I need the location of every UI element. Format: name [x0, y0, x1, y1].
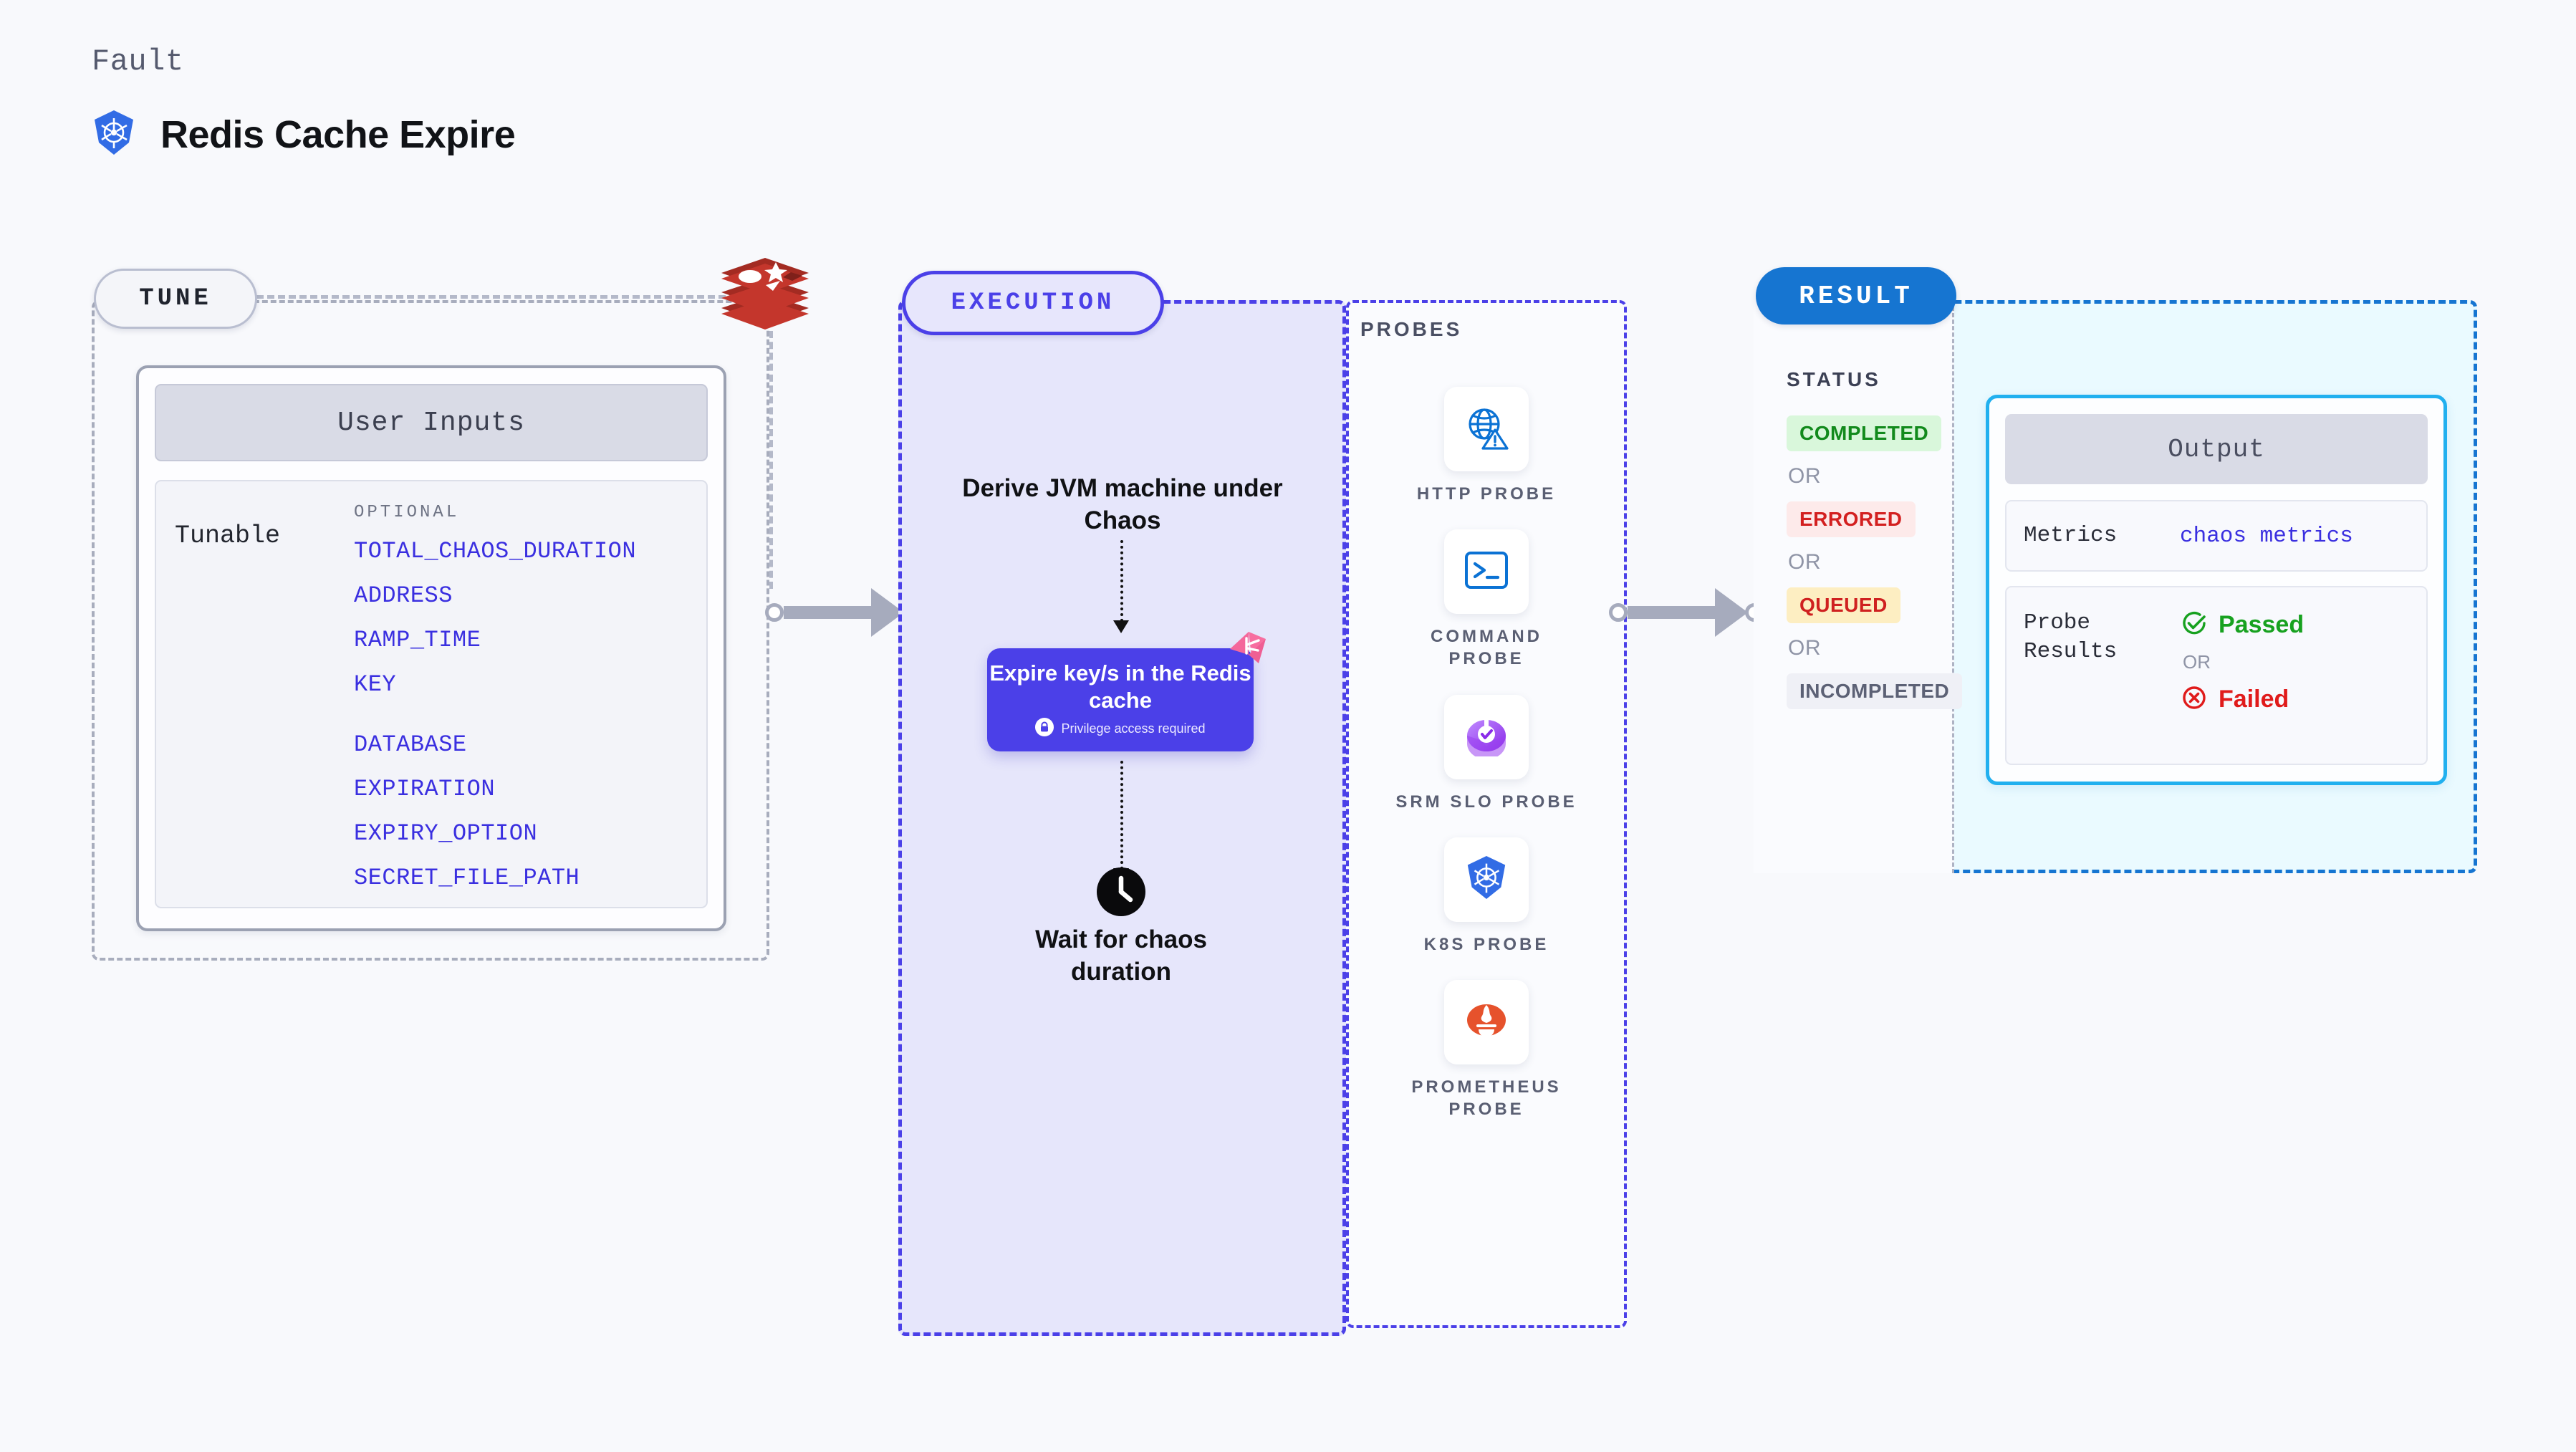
- probe-tile[interactable]: [1444, 529, 1529, 615]
- probe-tile[interactable]: [1444, 387, 1529, 471]
- probe-result-passed: Passed: [2180, 609, 2304, 641]
- clock-icon: [1089, 860, 1153, 924]
- probe-tile[interactable]: [1444, 979, 1529, 1064]
- globe-warning-icon: [1463, 404, 1510, 455]
- redis-logo: [719, 249, 812, 332]
- slo-check-icon: [1463, 713, 1510, 760]
- privilege-row: Privilege access required: [1035, 718, 1206, 740]
- prometheus-icon: [1463, 999, 1510, 1045]
- tunable-list: OPTIONAL TOTAL_CHAOS_DURATION ADDRESS RA…: [354, 500, 636, 907]
- page-header: Fault: [92, 44, 516, 160]
- status-or: OR: [1788, 550, 1821, 574]
- redis-vertical-dashed-line: [769, 331, 773, 589]
- tunable-group-label: OPTIONAL: [354, 503, 460, 522]
- status-badge-errored: ERRORED: [1787, 501, 1916, 537]
- status-section-label: STATUS: [1787, 368, 1881, 390]
- probe-tile[interactable]: [1444, 694, 1529, 779]
- user-inputs-title: User Inputs: [155, 384, 708, 461]
- output-card: Output Metrics chaos metrics Probe Resul…: [1986, 395, 2447, 785]
- tunable-item[interactable]: KEY: [354, 671, 397, 698]
- connector-tune-to-execution: [765, 588, 920, 637]
- probe-k8s[interactable]: K8S PROBE: [1390, 837, 1583, 956]
- probe-label: K8S PROBE: [1423, 934, 1549, 954]
- tunable-item[interactable]: EXPIRY_OPTION: [354, 820, 538, 847]
- connector-start-dot: [1609, 603, 1628, 622]
- failed-label: Failed: [2219, 686, 2289, 713]
- x-circle-icon: [2180, 683, 2209, 716]
- probes-container: [1346, 300, 1627, 1328]
- tune-to-redis-dashed-line: [256, 295, 758, 299]
- output-title: Output: [2005, 414, 2428, 484]
- lock-icon: [1035, 718, 1054, 740]
- tune-stage-badge[interactable]: TUNE: [94, 269, 257, 329]
- passed-label: Passed: [2219, 611, 2305, 638]
- probe-label: COMMAND PROBE: [1431, 627, 1542, 669]
- probe-http[interactable]: HTTP PROBE: [1390, 387, 1583, 505]
- status-badge-completed: COMPLETED: [1787, 415, 1942, 451]
- flow-arrow-line: [1120, 761, 1123, 870]
- kubernetes-icon: [1464, 855, 1509, 904]
- chaos-ribbon-icon: [1227, 629, 1269, 670]
- probe-results-key: Probe Results: [2024, 610, 2118, 665]
- result-status-column: [1754, 300, 1954, 873]
- status-or: OR: [1788, 464, 1821, 488]
- title-row: Redis Cache Expire: [92, 109, 516, 160]
- tunable-item[interactable]: RAMP_TIME: [354, 627, 481, 653]
- probe-label: PROMETHEUS PROBE: [1411, 1077, 1562, 1120]
- result-stage-badge[interactable]: RESULT: [1756, 267, 1956, 324]
- tunable-item[interactable]: ADDRESS: [354, 582, 453, 609]
- status-badge-queued: QUEUED: [1787, 587, 1900, 623]
- execution-stage-badge[interactable]: EXECUTION: [902, 271, 1164, 335]
- wait-step-label: Wait for chaos duration: [1035, 925, 1207, 986]
- tunable-spacer: [354, 716, 636, 731]
- flow-arrow-head: [1113, 620, 1129, 633]
- tunable-item[interactable]: TOTAL_CHAOS_DURATION: [354, 538, 637, 564]
- chaos-action-title: Expire key/s in the Redis cache: [989, 660, 1251, 713]
- chaos-action-card[interactable]: Expire key/s in the Redis cache Privileg…: [987, 648, 1254, 751]
- probes-section-label: PROBES: [1360, 318, 1463, 340]
- connector-bar: [1628, 606, 1715, 619]
- fault-kicker: Fault: [92, 44, 184, 79]
- probe-result-failed: Failed: [2180, 683, 2304, 716]
- probe-result-or: OR: [2183, 651, 2211, 673]
- tunable-item[interactable]: EXPIRATION: [354, 776, 496, 802]
- privilege-note: Privilege access required: [1061, 721, 1206, 736]
- page-title: Redis Cache Expire: [160, 112, 516, 156]
- kubernetes-icon: [92, 109, 136, 160]
- metrics-value[interactable]: chaos metrics: [2180, 523, 2353, 549]
- check-circle-icon: [2180, 609, 2209, 641]
- status-badge-incompleted: INCOMPLETED: [1787, 673, 1963, 709]
- tunable-item[interactable]: DATABASE: [354, 731, 467, 758]
- connector-execution-to-result: [1609, 588, 1764, 637]
- connector-start-dot: [765, 603, 784, 622]
- output-metrics-row: Metrics chaos metrics: [2005, 500, 2428, 572]
- tune-stage-container: [92, 300, 769, 961]
- connector-bar: [784, 606, 871, 619]
- probe-results-values: Passed OR Failed: [2180, 609, 2304, 764]
- metrics-key: Metrics: [2024, 522, 2118, 548]
- tunable-label: Tunable: [175, 521, 281, 550]
- tunable-box: Tunable OPTIONAL TOTAL_CHAOS_DURATION AD…: [155, 480, 708, 908]
- output-probe-results-row: Probe Results Passed OR: [2005, 586, 2428, 765]
- terminal-icon: [1463, 549, 1510, 595]
- status-list: COMPLETED OR ERRORED OR QUEUED OR INCOMP…: [1787, 415, 1963, 709]
- probe-command[interactable]: COMMAND PROBE: [1390, 529, 1583, 670]
- tunable-item[interactable]: SECRET_FILE_PATH: [354, 865, 580, 891]
- probe-label: HTTP PROBE: [1416, 484, 1557, 504]
- probe-list: HTTP PROBE COMMAND PROBE: [1346, 387, 1627, 1120]
- probe-label: SRM SLO PROBE: [1395, 792, 1577, 812]
- status-or: OR: [1788, 636, 1821, 660]
- probe-prometheus[interactable]: PROMETHEUS PROBE: [1390, 979, 1583, 1120]
- probe-srm-slo[interactable]: SRM SLO PROBE: [1390, 694, 1583, 813]
- flow-arrow-line: [1120, 540, 1123, 622]
- user-inputs-card: User Inputs Tunable OPTIONAL TOTAL_CHAOS…: [136, 365, 726, 931]
- connector-arrowhead: [1715, 588, 1748, 637]
- derive-step-label: Derive JVM machine under Chaos: [962, 474, 1283, 534]
- probe-tile[interactable]: [1444, 837, 1529, 922]
